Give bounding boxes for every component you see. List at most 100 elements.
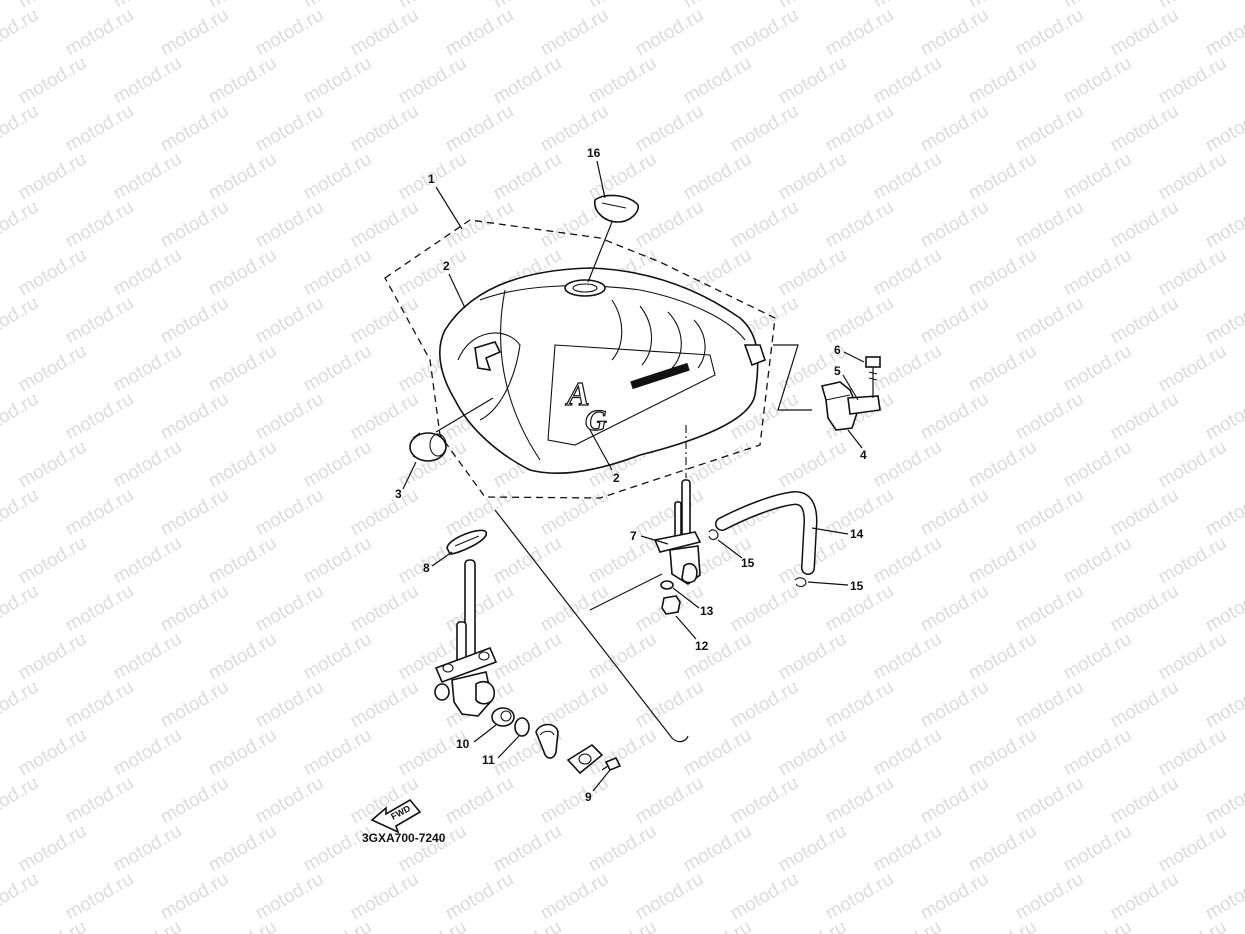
watermark-text: motod.ru (205, 533, 280, 589)
watermark-text: motod.ru (632, 773, 707, 829)
watermark-text: motod.ru (347, 485, 422, 541)
watermark-text: motod.ru (1202, 389, 1245, 445)
enlargement-bracket (494, 509, 689, 743)
watermark-text: motod.ru (775, 821, 850, 877)
watermark-text: motod.ru (917, 581, 992, 637)
watermark-text: motod.ru (110, 821, 185, 877)
watermark-text: motod.ru (110, 341, 185, 397)
watermark-text: motod.ru (585, 629, 660, 685)
watermark-text: motod.ru (680, 437, 755, 493)
callout-1: 1 (428, 172, 435, 186)
watermark-text: motod.ru (917, 773, 992, 829)
leader-14 (811, 527, 849, 535)
watermark-text: motod.ru (205, 725, 280, 781)
watermark-text: motod.ru (1107, 485, 1182, 541)
callout-7: 7 (630, 529, 637, 543)
drain-bolt (661, 595, 681, 615)
watermark-text: motod.ru (822, 101, 897, 157)
watermark-text: motod.ru (537, 869, 612, 925)
watermark-text: motod.ru (110, 245, 185, 301)
screw (601, 756, 622, 772)
watermark-text: motod.ru (1155, 437, 1230, 493)
watermark-text: motod.ru (490, 53, 565, 109)
fuel-hose (715, 490, 818, 575)
watermark-text: motod.ru (775, 149, 850, 205)
watermark-text: motod.ru (442, 101, 517, 157)
watermark-text: motod.ru (442, 197, 517, 253)
watermark-text: motod.ru (205, 821, 280, 877)
watermark-text: motod.ru (157, 677, 232, 733)
callout-3: 3 (395, 487, 402, 501)
watermark-text: motod.ru (300, 341, 375, 397)
watermark-text: motod.ru (727, 773, 802, 829)
watermark-text: motod.ru (727, 5, 802, 61)
watermark-text: motod.ru (347, 581, 422, 637)
leader-16 (596, 160, 606, 199)
watermark-text: motod.ru (205, 149, 280, 205)
watermark-text: motod.ru (15, 533, 90, 589)
callout-11: 11 (482, 753, 495, 767)
callout-8: 8 (423, 561, 430, 575)
watermark-text: motod.ru (252, 485, 327, 541)
watermark-text: motod.ru (632, 5, 707, 61)
watermark-text: motod.ru (395, 821, 470, 877)
watermark-text: motod.ru (62, 5, 137, 61)
watermark-text: motod.ru (965, 53, 1040, 109)
watermark-text: motod.ru (965, 437, 1040, 493)
watermark-text: motod.ru (537, 101, 612, 157)
watermark-text: motod.ru (775, 629, 850, 685)
watermark-text: motod.ru (252, 677, 327, 733)
cap-to-neck-line (587, 221, 613, 283)
watermark-text: motod.ru (15, 245, 90, 301)
svg-text:G: G (585, 404, 607, 437)
watermark-text: motod.ru (300, 821, 375, 877)
watermark-text: motod.ru (917, 389, 992, 445)
watermark-text: motod.ru (1107, 773, 1182, 829)
watermark-text: motod.ru (1202, 581, 1245, 637)
o-ring (514, 717, 530, 737)
watermark-text: motod.ru (1107, 581, 1182, 637)
watermark-text: motod.ru (917, 869, 992, 925)
watermark-text: motod.ru (62, 677, 137, 733)
watermark-text: motod.ru (395, 245, 470, 301)
watermark-text: motod.ru (1202, 197, 1245, 253)
leader-1 (435, 186, 463, 230)
watermark-text: motod.ru (1060, 245, 1135, 301)
cock-plate (566, 743, 604, 775)
watermark-text: motod.ru (917, 677, 992, 733)
watermark-text: motod.ru (1155, 725, 1230, 781)
watermark-text: motod.ru (917, 197, 992, 253)
watermark-text: motod.ru (1060, 533, 1135, 589)
watermark-text: motod.ru (822, 677, 897, 733)
valve-lever (535, 723, 559, 759)
watermark-text: motod.ru (15, 53, 90, 109)
watermark-text: motod.ru (727, 677, 802, 733)
watermark-text: motod.ru (62, 773, 137, 829)
watermark-text: motod.ru (1060, 821, 1135, 877)
watermark-text: motod.ru (110, 917, 185, 934)
watermark-text: motod.ru (347, 389, 422, 445)
watermark-text: motod.ru (252, 869, 327, 925)
watermark-text: motod.ru (1155, 821, 1230, 877)
watermark-text: motod.ru (110, 725, 185, 781)
watermark-text: motod.ru (252, 581, 327, 637)
watermark-text: motod.ru (1155, 245, 1230, 301)
watermark-text: motod.ru (1202, 677, 1245, 733)
leader-5 (842, 374, 859, 401)
bracket-link-line (773, 344, 812, 411)
watermark-text: motod.ru (15, 917, 90, 934)
watermark-text: motod.ru (110, 149, 185, 205)
callout-2-lower: 2 (613, 471, 620, 485)
watermark-text: motod.ru (252, 5, 327, 61)
watermark-text: motod.ru (1012, 581, 1087, 637)
watermark-text: motod.ru (822, 869, 897, 925)
watermark-text: motod.ru (1012, 773, 1087, 829)
watermark-text: motod.ru (205, 629, 280, 685)
leader-13 (672, 587, 700, 609)
watermark-text: motod.ru (205, 917, 280, 934)
watermark-text: motod.ru (0, 293, 42, 349)
callout-13: 13 (700, 604, 714, 618)
watermark-text: motod.ru (1107, 869, 1182, 925)
watermark-text: motod.ru (252, 293, 327, 349)
